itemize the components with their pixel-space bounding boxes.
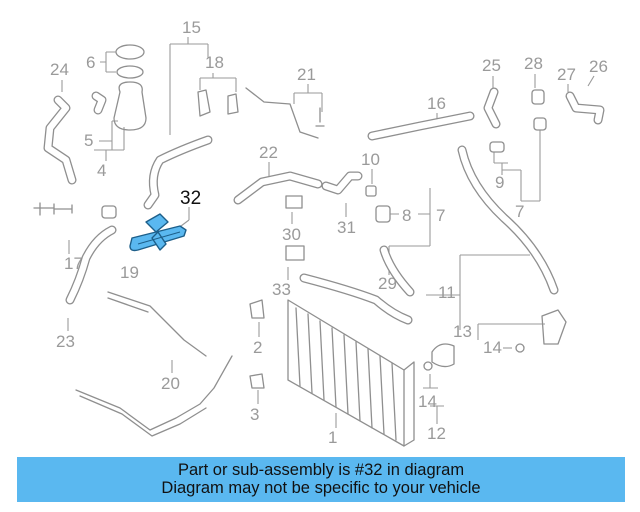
fitting-30 [285,195,303,209]
caption-line-1: Part or sub-assembly is #32 in diagram [177,461,465,479]
leader-lines [61,37,595,428]
fitting-9 [489,141,505,153]
callout-21: 21 [297,65,316,84]
callout-15: 15 [182,18,201,37]
highlighted-part-32 [129,213,187,252]
callout-13: 13 [453,322,472,341]
expansion-tank [113,81,147,131]
callout-28: 28 [524,54,543,73]
callout-7-right: 7 [436,206,445,225]
callout-22: 22 [259,143,278,162]
callout-30: 30 [282,225,301,244]
callout-5: 5 [84,131,93,150]
parts-outlines [33,44,605,447]
callout-1: 1 [328,428,337,447]
pipe-20 [75,355,233,437]
callout-14: 14 [418,392,437,411]
fitting-18a [197,89,211,117]
callout-25: 25 [482,56,501,75]
fitting [101,205,117,219]
connector-13 [541,309,567,345]
callout-18: 18 [205,53,224,72]
callout-23: 23 [56,332,75,351]
callout-12: 12 [427,424,446,443]
callout-3: 3 [250,405,259,424]
fitting-18b [227,93,239,115]
bracket-3 [249,373,265,389]
pipe-21 [245,87,319,139]
callout-19: 19 [120,263,139,282]
callout-8: 8 [402,206,411,225]
parts-diagram: 15 6 18 24 21 25 28 27 26 16 5 22 10 4 9… [33,18,608,447]
fitting-8 [375,205,391,223]
caption-line-2: Diagram may not be specific to your vehi… [161,479,481,497]
callout-31: 31 [337,218,356,237]
callout-2: 2 [253,338,262,357]
part-28 [531,89,545,105]
callout-11: 11 [438,283,456,302]
clip-10 [365,185,377,197]
callout-20: 20 [161,374,180,393]
callout-33: 33 [272,280,291,299]
caption-banner: Part or sub-assembly is #32 in diagram D… [17,457,625,502]
radiator [287,299,415,447]
cap-part-6 [115,44,145,60]
callout-6: 6 [86,53,95,72]
callout-7: 7 [515,202,524,221]
callout-4: 4 [97,161,106,180]
callout-10: 10 [361,150,380,169]
callout-29: 29 [378,274,397,293]
callout-14-right: 14 [483,338,502,357]
callout-26: 26 [589,57,608,76]
callout-labels: 15 6 18 24 21 25 28 27 26 16 5 22 10 4 9… [50,18,608,447]
callout-27: 27 [557,65,576,84]
callout-17: 17 [64,254,83,273]
sensor-17 [33,202,73,216]
callout-16: 16 [427,94,446,113]
seal-part-6 [116,65,144,79]
bracket-2 [249,299,265,319]
callout-32-highlighted: 32 [180,188,201,209]
seal-19 [107,291,207,357]
outlet-12 [431,343,455,368]
part-33 [285,245,305,261]
oring-14 [515,343,525,353]
callout-24: 24 [50,60,69,79]
callout-9: 9 [495,173,504,192]
